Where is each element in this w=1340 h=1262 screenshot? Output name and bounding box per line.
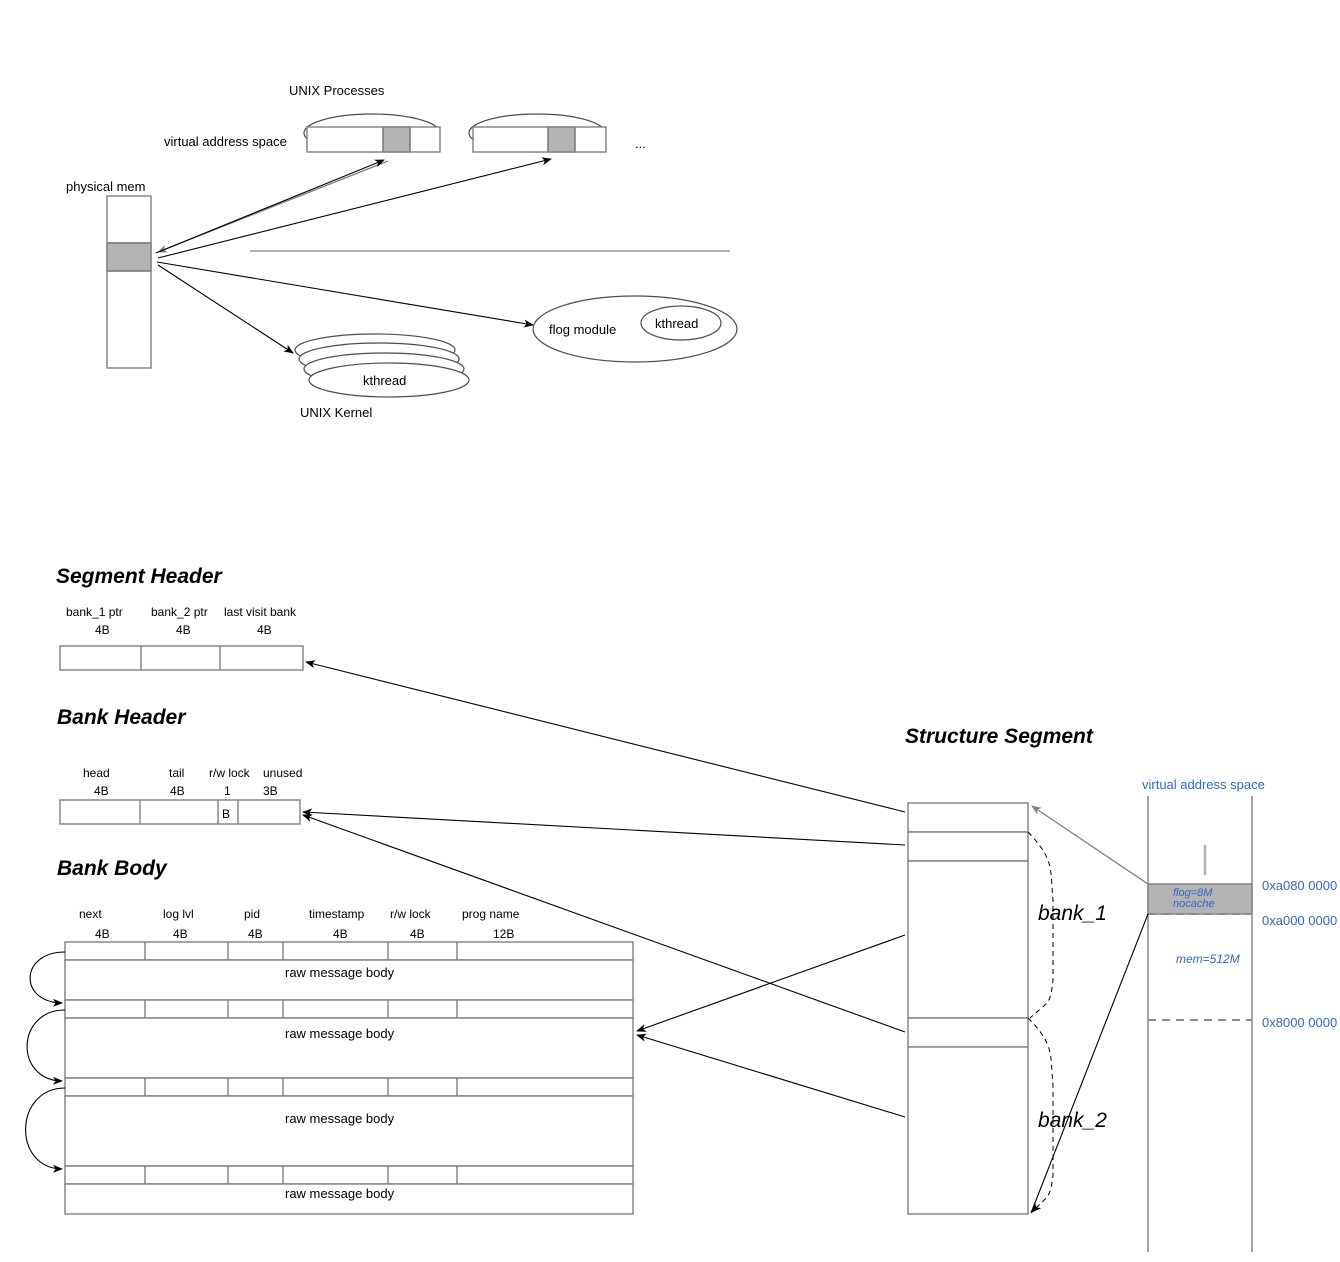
bank-body-col-2-size: 4B bbox=[248, 927, 263, 941]
vas-mem-label: mem=512M bbox=[1176, 952, 1240, 966]
line-vas-to-structure-bottom bbox=[1030, 913, 1149, 1214]
arrow-physmem-to-process-1 bbox=[155, 159, 385, 254]
arrow-bank-2-body-to-structure bbox=[636, 1033, 906, 1118]
segment-field-1-name: bank_2 ptr bbox=[151, 605, 208, 619]
flog-kthread-label: kthread bbox=[655, 316, 698, 331]
bank-header-field-0-size: 4B bbox=[94, 784, 109, 798]
bank-body-col-3-size: 4B bbox=[333, 927, 348, 941]
kernel-kthread-ellipse-4 bbox=[308, 362, 470, 398]
bank-1-label: bank_1 bbox=[1038, 902, 1107, 925]
arrow-bank-1-body-to-structure bbox=[636, 934, 906, 1032]
bank-body-record-2: raw message body bbox=[64, 999, 634, 1079]
arrow-physmem-to-process-2 bbox=[157, 157, 552, 259]
process-2-address-bar bbox=[472, 126, 607, 153]
segment-header-title: Segment Header bbox=[56, 565, 224, 588]
next-pointer-arrow-1 bbox=[29, 951, 66, 1007]
physical-mem-label: physical mem bbox=[66, 179, 145, 194]
bank-body-col-3-name: timestamp bbox=[309, 907, 365, 921]
segment-field-0-size: 4B bbox=[95, 623, 110, 637]
structure-segment-boxes bbox=[907, 802, 1029, 1215]
bank-body-record-2-body: raw message body bbox=[285, 1026, 395, 1041]
bank-header-title: Bank Header bbox=[57, 706, 187, 729]
segment-header-boxes bbox=[59, 645, 304, 671]
segment-field-2-name: last visit bank bbox=[224, 605, 297, 619]
segment-field-1-size: 4B bbox=[176, 623, 191, 637]
vas-address-0: 0xa080 0000 bbox=[1262, 878, 1337, 893]
bank-body-record-1: raw message body bbox=[64, 941, 634, 1001]
arrow-bank-2-header-to-structure bbox=[302, 814, 906, 1033]
bank-body-record-3: raw message body bbox=[64, 1077, 634, 1167]
bank-body-col-2-name: pid bbox=[244, 907, 260, 921]
bank-1-brace bbox=[1027, 831, 1054, 1019]
vas-column: flog=8M nocache mem=512M bbox=[1147, 796, 1253, 1252]
flog-kthread-ellipse bbox=[640, 305, 722, 341]
bank-header-field-2-name: r/w lock bbox=[209, 766, 251, 780]
arrow-physmem-to-flog-module bbox=[156, 261, 534, 328]
bank-header-field-3-name: unused bbox=[263, 766, 302, 780]
structure-segment-title: Structure Segment bbox=[905, 725, 1094, 748]
process-1-address-bar bbox=[306, 126, 441, 153]
bank-body-record-1-body: raw message body bbox=[285, 965, 395, 980]
bank-body-record-4-body: raw message body bbox=[285, 1186, 395, 1201]
bank-header-boxes: B bbox=[59, 799, 301, 825]
vas-flog-region bbox=[1147, 883, 1253, 915]
bank-body-col-0-name: next bbox=[79, 907, 102, 921]
bank-header-field-1-name: tail bbox=[169, 766, 184, 780]
unix-kernel-label: UNIX Kernel bbox=[300, 405, 372, 420]
physical-mem-bar bbox=[106, 195, 152, 369]
arrow-physmem-to-kernel bbox=[157, 264, 294, 354]
virtual-address-space-label: virtual address space bbox=[164, 134, 287, 149]
vas-flog-label-line1: flog=8M bbox=[1173, 887, 1213, 899]
unix-processes-title: UNIX Processes bbox=[289, 83, 385, 98]
bank-header-field-0-name: head bbox=[83, 766, 110, 780]
processes-ellipsis: ... bbox=[635, 136, 646, 151]
bank-2-brace bbox=[1027, 1017, 1054, 1213]
vas-address-2: 0x8000 0000 bbox=[1262, 1015, 1337, 1030]
segment-field-0-name: bank_1 ptr bbox=[66, 605, 123, 619]
bank-body-col-5-size: 12B bbox=[493, 927, 514, 941]
bank-body-col-1-size: 4B bbox=[173, 927, 188, 941]
next-pointer-arrow-2 bbox=[26, 1009, 66, 1085]
next-pointer-arrow-3 bbox=[25, 1087, 66, 1173]
arrow-segment-header-to-structure bbox=[305, 660, 906, 813]
bank-body-col-4-size: 4B bbox=[410, 927, 425, 941]
vas-address-1: 0xa000 0000 bbox=[1262, 913, 1337, 928]
bank-body-col-4-name: r/w lock bbox=[390, 907, 432, 921]
bank-body-record-3-body: raw message body bbox=[285, 1111, 395, 1126]
flog-module-label: flog module bbox=[549, 322, 616, 337]
vas-flog-label-line2: nocache bbox=[1173, 898, 1215, 910]
bank-header-field-2-size: 1 bbox=[224, 784, 231, 798]
bank-2-label: bank_2 bbox=[1038, 1109, 1107, 1132]
arrow-vas-to-structure-segment bbox=[1031, 805, 1149, 885]
bank-body-col-0-size: 4B bbox=[95, 927, 110, 941]
bank-header-field-1-size: 4B bbox=[170, 784, 185, 798]
vas-title: virtual address space bbox=[1142, 777, 1265, 792]
segment-field-2-size: 4B bbox=[257, 623, 272, 637]
bank-body-title: Bank Body bbox=[57, 857, 168, 880]
bank-header-field-3-size: 3B bbox=[263, 784, 278, 798]
bank-body-col-5-name: prog name bbox=[462, 907, 520, 921]
bank-body-col-1-name: log lvl bbox=[163, 907, 194, 921]
kernel-kthread-label: kthread bbox=[363, 373, 406, 388]
bank-header-lock-unit: B bbox=[222, 807, 230, 821]
arrow-bank-1-header-to-structure bbox=[302, 808, 906, 846]
bank-body-record-4: raw message body bbox=[64, 1165, 634, 1215]
